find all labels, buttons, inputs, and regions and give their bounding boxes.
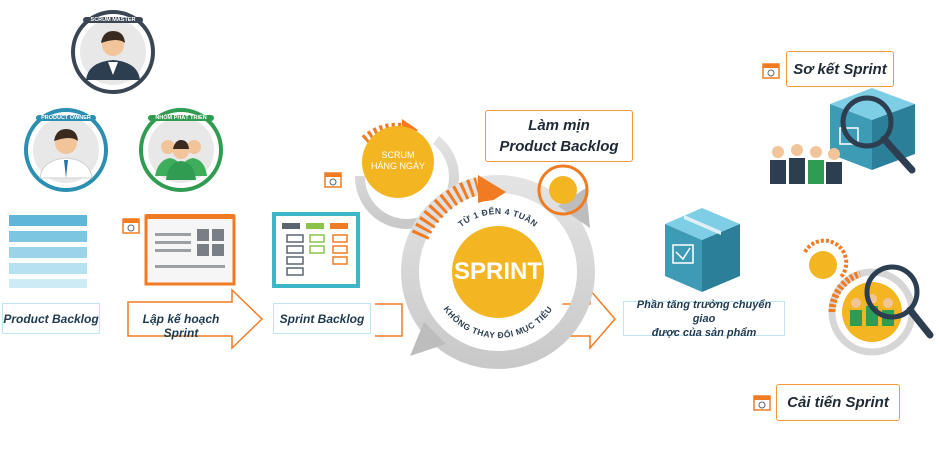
scrum-master-avatar xyxy=(71,10,155,94)
magnifier-icon xyxy=(840,95,894,149)
daily-scrum-label: SCRUM HÀNG NGÀY xyxy=(364,150,432,172)
calendar-icon xyxy=(753,395,771,411)
refinement-indicator-icon xyxy=(537,164,589,216)
flow-arrow-into-sprint xyxy=(375,303,403,337)
dev-team-avatar xyxy=(139,108,223,192)
sprint-backlog-board-icon xyxy=(272,212,360,288)
refinement-line2: Product Backlog xyxy=(499,138,619,155)
daily-scrum-line1: SCRUM xyxy=(381,150,415,160)
dev-team-label: NHÓM PHÁT TRIỂN xyxy=(148,115,214,121)
product-owner-label: PRODUCT OWNER xyxy=(36,115,96,121)
daily-scrum-line2: HÀNG NGÀY xyxy=(370,161,425,171)
refinement-callout: Làm mịn Product Backlog xyxy=(485,110,633,162)
increment-label-line2: được của sản phẩm xyxy=(651,326,757,339)
sprint-planning-label: Lập kế hoạch Sprint xyxy=(142,312,220,340)
sprint-review-callout: Sơ kết Sprint xyxy=(786,51,894,87)
sprint-review-illustration xyxy=(770,88,916,184)
refinement-line1: Làm mịn xyxy=(528,117,590,134)
review-stakeholders-icon xyxy=(770,144,842,184)
product-backlog-label: Product Backlog xyxy=(2,303,100,334)
calendar-icon xyxy=(324,172,342,188)
product-backlog-list-icon xyxy=(9,215,87,288)
sprint-planning-board-icon xyxy=(144,214,236,286)
sprint-cycle xyxy=(401,175,595,369)
calendar-icon xyxy=(762,63,780,79)
increment-label-line1: Phần tăng trưởng chuyển giao xyxy=(636,298,772,325)
scrum-master-label: SCRUM MASTER xyxy=(83,17,143,23)
sprint-retro-callout: Cải tiến Sprint xyxy=(776,384,900,421)
increment-label: Phần tăng trưởng chuyển giao được của sả… xyxy=(623,298,785,339)
calendar-icon xyxy=(122,218,140,234)
magnifier-icon xyxy=(864,264,920,320)
sprint-backlog-label: Sprint Backlog xyxy=(273,303,371,334)
sprint-planning-arrow xyxy=(127,288,264,350)
increment-box-icon xyxy=(665,208,740,292)
sprint-retro-illustration xyxy=(803,238,934,356)
product-owner-avatar xyxy=(24,108,108,192)
sprint-title: SPRINT xyxy=(453,258,542,285)
